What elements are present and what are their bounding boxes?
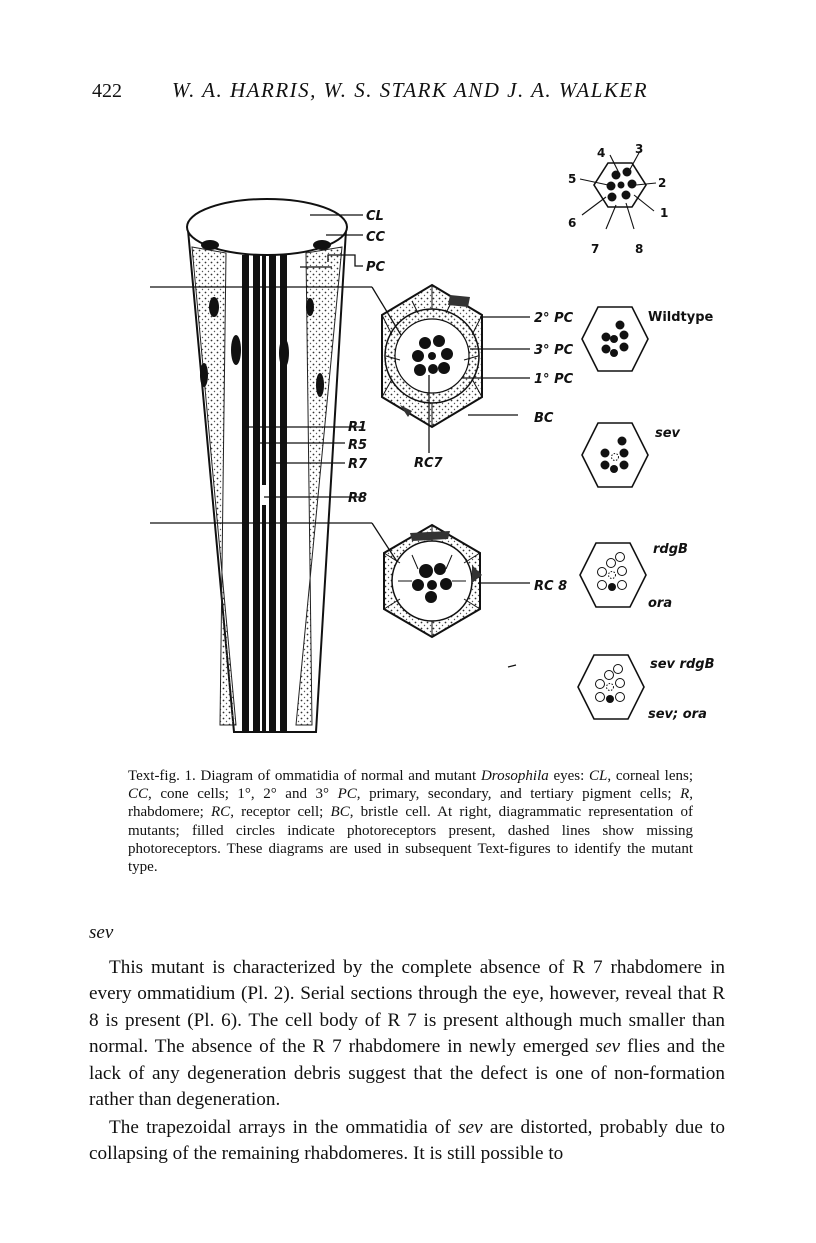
page-number: 422 bbox=[92, 80, 122, 103]
label-pc: PC bbox=[366, 260, 386, 275]
mutant-label-rdgb: rdgB bbox=[653, 542, 688, 557]
section-heading-sev: sev bbox=[89, 922, 113, 944]
cone-cell-nucleus-right bbox=[313, 240, 331, 250]
label-r1: R1 bbox=[348, 420, 367, 435]
mutant-label-sev-ora: sev; ora bbox=[648, 707, 707, 722]
label-rc7: RC7 bbox=[414, 456, 444, 471]
ommatidia-diagram-figure: CL CC PC R1 R5 R7 R8 bbox=[150, 135, 740, 750]
photoreceptor-numbering-key bbox=[580, 151, 656, 229]
label-cl: CL bbox=[366, 209, 384, 224]
label-r7: R7 bbox=[348, 457, 368, 472]
label-bc: BC bbox=[534, 411, 554, 426]
figure-caption: Text-fig. 1. Diagram of ommatidia of nor… bbox=[128, 767, 693, 876]
key-number-5: 5 bbox=[568, 172, 576, 186]
label-3-pc: 3° PC bbox=[534, 343, 574, 358]
mutant-label-ora: ora bbox=[648, 596, 672, 611]
running-head-authors: W. A. HARRIS, W. S. STARK AND J. A. WALK… bbox=[172, 78, 648, 103]
mutant-rdgb-ora-diagram bbox=[580, 543, 646, 607]
cone-cell-nucleus-left bbox=[201, 240, 219, 250]
label-r5: R5 bbox=[348, 438, 367, 453]
page-header: 422 W. A. HARRIS, W. S. STARK AND J. A. … bbox=[92, 78, 712, 112]
key-number-8: 8 bbox=[635, 242, 643, 256]
key-number-4: 4 bbox=[597, 146, 605, 160]
key-number-1: 1 bbox=[660, 206, 668, 220]
mutant-sev-rdgb-diagram bbox=[578, 655, 644, 719]
label-2-pc: 2° PC bbox=[534, 311, 574, 326]
longitudinal-ommatidium bbox=[187, 199, 347, 733]
label-cc: CC bbox=[366, 230, 386, 245]
label-rc8: RC 8 bbox=[534, 579, 567, 594]
key-number-7: 7 bbox=[591, 242, 599, 256]
key-number-6: 6 bbox=[568, 216, 576, 230]
cross-section-r7-level bbox=[382, 285, 482, 427]
key-number-3: 3 bbox=[635, 142, 643, 156]
mutant-label-wildtype: Wildtype bbox=[648, 310, 714, 325]
label-1-pc: 1° PC bbox=[534, 372, 574, 387]
body-paragraph-2: The trapezoidal arrays in the ommatidia … bbox=[89, 1115, 725, 1168]
mutant-label-sev-rdgb: sev rdgB bbox=[650, 657, 715, 672]
cross-section-r8-level bbox=[384, 525, 482, 637]
mutant-label-sev: sev bbox=[655, 426, 681, 441]
key-number-2: 2 bbox=[658, 176, 666, 190]
mutant-wildtype-diagram bbox=[582, 307, 648, 371]
body-paragraph-1: This mutant is characterized by the comp… bbox=[89, 955, 725, 1113]
mutant-sev-diagram bbox=[582, 423, 648, 487]
label-r8: R8 bbox=[348, 491, 367, 506]
